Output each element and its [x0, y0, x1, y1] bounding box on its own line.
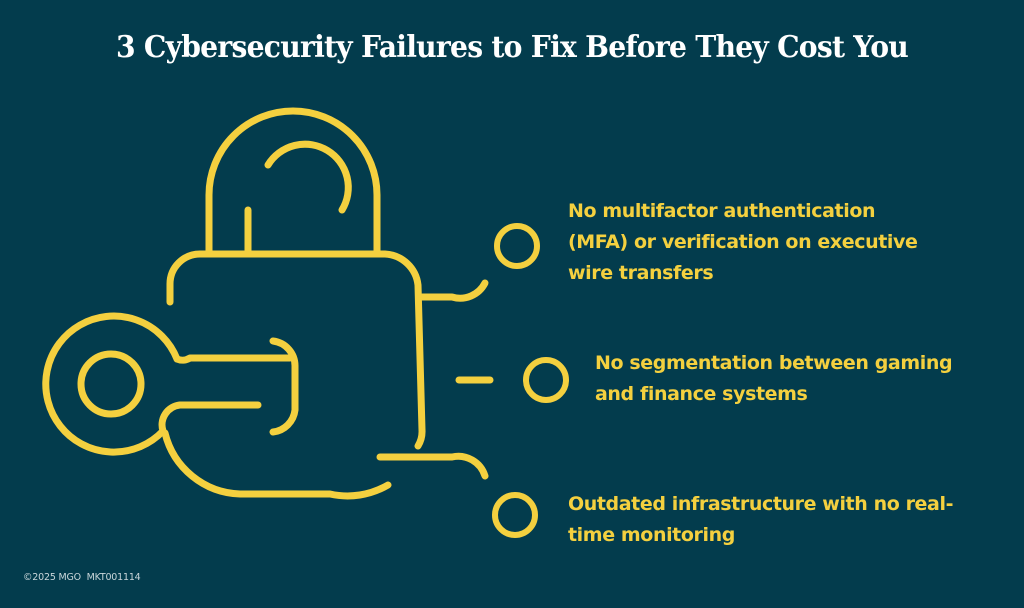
- failure-text: and finance systems: [595, 383, 808, 405]
- key-bracket: [269, 337, 299, 436]
- failure-text: No segmentation between gaming: [595, 352, 953, 374]
- copyright-footer: ©2025 MGO MKT001114: [23, 572, 141, 583]
- circle-bullet-icon-1: [494, 223, 540, 269]
- failure-item-mfa: No multifactor authentication (MFA) or v…: [568, 196, 948, 289]
- circle-bullet-icon-3: [492, 492, 538, 538]
- connector-top: [418, 279, 489, 302]
- shackle-outer: [205, 107, 381, 256]
- lock-body: [166, 250, 426, 450]
- circle-bullet-icon-2: [523, 357, 569, 403]
- failure-text: time monitoring: [568, 524, 735, 546]
- failure-item-infrastructure: Outdated infrastructure with no real- ti…: [568, 489, 988, 551]
- key-ring: [42, 312, 184, 456]
- shackle-inner: [264, 140, 352, 214]
- connector-bottom: [376, 452, 489, 480]
- failure-text: (MFA) or verification on executive: [568, 231, 918, 253]
- page-title: 3 Cybersecurity Failures to Fix Before T…: [115, 30, 909, 65]
- failure-text: Outdated infrastructure with no real-: [568, 493, 954, 515]
- key-hole: [77, 350, 145, 418]
- failure-item-segmentation: No segmentation between gaming and finan…: [595, 348, 985, 410]
- failure-text: wire transfers: [568, 262, 714, 284]
- failure-text: No multifactor authentication: [568, 200, 876, 222]
